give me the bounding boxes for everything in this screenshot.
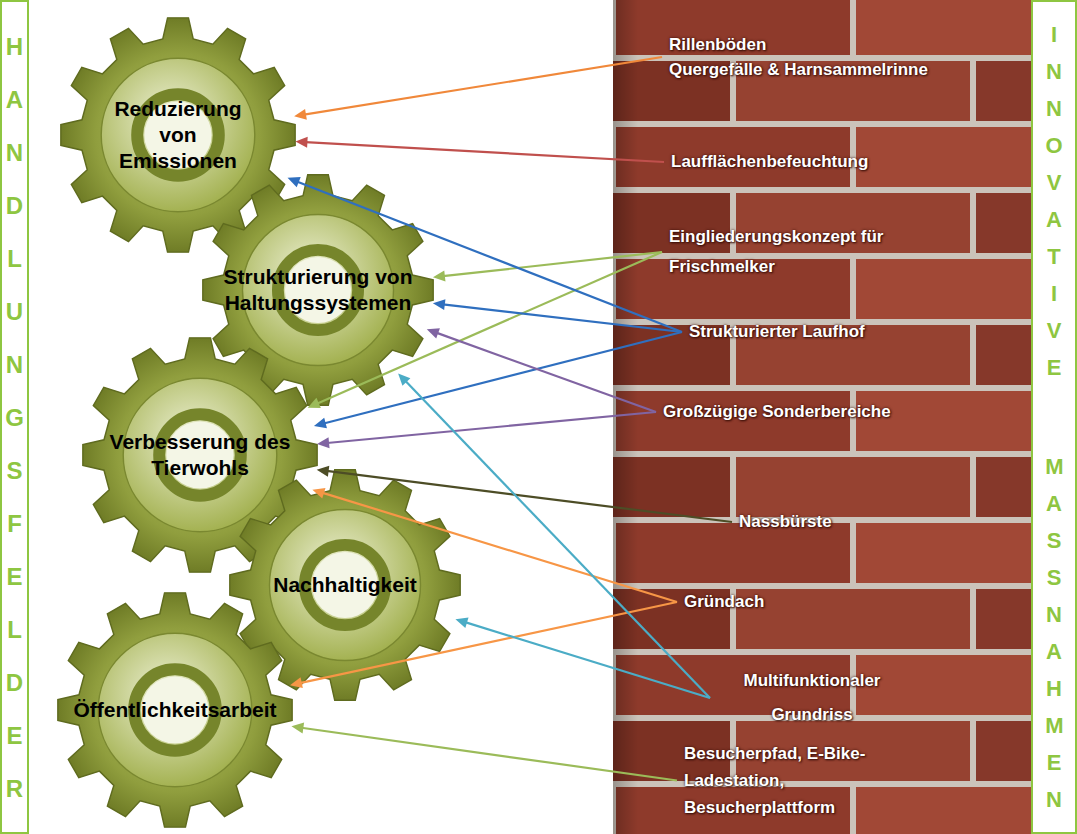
connector-arrow — [398, 373, 710, 698]
gear-ring — [278, 250, 358, 330]
measure-text: Gründach — [684, 590, 764, 614]
connector-line — [300, 602, 677, 683]
arrow-head — [308, 398, 321, 408]
arrow-head — [288, 177, 301, 187]
arrow-head — [290, 677, 303, 688]
arrow-head — [295, 137, 307, 148]
field-label: Nachhaltigkeit — [245, 572, 445, 598]
measure-label: Besucherpfad, E-Bike-Ladestation, Besuch… — [679, 738, 897, 823]
arrow-head — [291, 723, 304, 734]
connector-arrow — [294, 57, 662, 120]
gear-hub — [123, 378, 277, 532]
gear-hub — [101, 58, 255, 212]
measure-label: Strukturierter Laufhof — [684, 318, 870, 346]
arrow-head — [312, 488, 325, 499]
connector-arrow — [295, 137, 664, 162]
measure-text: Quergefälle & Harnsammelrinne — [669, 57, 928, 82]
gear-label-holder: Reduzierung von Emissionen — [103, 96, 253, 174]
connector-arrow — [288, 177, 682, 332]
arrow-head — [455, 617, 468, 628]
measure-label: Nassbürste — [734, 508, 837, 536]
gear-label-holder: Nachhaltigkeit — [245, 572, 445, 598]
measure-text: Großzügige Sonderbereiche — [663, 400, 891, 424]
connector-line — [436, 333, 656, 412]
connector-arrow — [317, 466, 732, 522]
connector-arrow — [291, 723, 677, 781]
arrow-head — [317, 437, 329, 448]
connector-arrow — [317, 412, 656, 448]
vertical-heading: MASSNAHMEN — [1045, 448, 1063, 818]
connector-arrow — [308, 252, 662, 408]
connector-line — [327, 412, 656, 443]
gear-label-holder: Strukturierung von Haltungssystemen — [213, 264, 423, 316]
vertical-band: INNOVATIVE MASSNAHMEN — [1031, 0, 1077, 834]
measure-label: Gründach — [679, 588, 769, 616]
arrow-head — [398, 373, 410, 385]
field-label: Verbesserung des Tierwohls — [102, 429, 298, 481]
gear-hub — [242, 214, 393, 365]
connector-arrow — [433, 252, 662, 281]
arrow-head — [294, 109, 307, 120]
measure-label: RillenbödenQuergefälle & Harnsammelrinne — [664, 30, 933, 84]
connector-line — [297, 181, 682, 332]
connector-arrow — [312, 488, 677, 602]
arrow-head — [433, 299, 446, 310]
measure-label: Großzügige Sonderbereiche — [658, 398, 896, 426]
connector-line — [301, 728, 677, 781]
measure-text: Strukturierter Laufhof — [689, 320, 865, 344]
gear-label-holder: Verbesserung des Tierwohls — [102, 429, 298, 481]
field-label: Öffentlichkeitsarbeit — [45, 697, 305, 723]
gear-label-holder: Öffentlichkeitsarbeit — [45, 697, 305, 723]
arrow-head — [314, 418, 327, 429]
measure-text: Laufflächenbefeuchtung — [671, 150, 868, 174]
connector-line — [405, 381, 710, 698]
connector-arrow — [290, 602, 677, 688]
connector-line — [304, 57, 662, 115]
connector-line — [305, 142, 664, 162]
arrow-head — [427, 328, 440, 338]
vertical-heading: HANDLUNGSFELDER — [5, 20, 24, 815]
measure-text: Nassbürste — [739, 510, 832, 534]
gear-node: Öffentlichkeitsarbeit — [55, 590, 295, 830]
arrow-head — [433, 271, 446, 282]
connector-arrow — [314, 332, 682, 428]
measure-text: Eingliederungskonzept für Frischmelker — [669, 222, 929, 282]
connector-line — [443, 304, 682, 332]
measure-text: Besucherpfad, E-Bike-Ladestation, Besuch… — [684, 740, 892, 821]
measure-text: Rillenböden — [669, 32, 928, 57]
connector-arrow — [427, 328, 656, 412]
vertical-band: HANDLUNGSFELDER — [0, 0, 29, 834]
brick-shade — [613, 0, 1031, 834]
connector-arrow — [433, 299, 682, 332]
connector-line — [443, 252, 662, 276]
measure-label: Multifunktionaler Grundriss — [712, 662, 912, 734]
measure-label: Laufflächenbefeuchtung — [666, 148, 873, 176]
field-label: Strukturierung von Haltungssystemen — [213, 264, 423, 316]
measure-text: Multifunktionaler Grundriss — [717, 664, 907, 732]
connector-line — [324, 332, 682, 423]
connector-line — [322, 493, 677, 602]
gear-ring — [159, 414, 241, 496]
brick-area — [613, 0, 1031, 834]
connector-line — [465, 622, 710, 698]
connector-line — [327, 471, 732, 522]
connector-line — [317, 252, 662, 404]
measure-label: Eingliederungskonzept für Frischmelker — [664, 220, 934, 284]
connector-arrow — [455, 617, 710, 698]
arrow-head — [317, 466, 330, 477]
vertical-heading: INNOVATIVE — [1045, 16, 1063, 386]
field-label: Reduzierung von Emissionen — [103, 96, 253, 174]
